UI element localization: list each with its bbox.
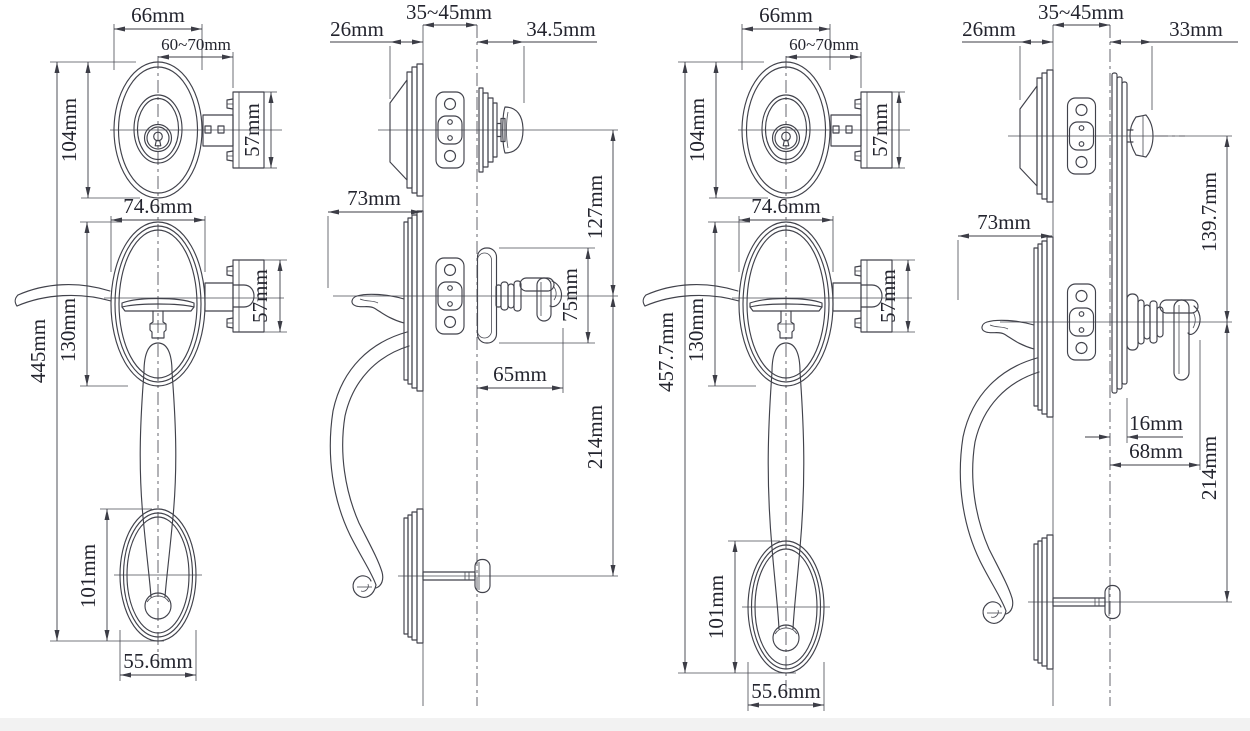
dim-backset: 60~70mm: [789, 35, 859, 54]
dim-plate-upper-height: 130mm: [684, 298, 708, 362]
interior-lever-side: [1137, 299, 1201, 381]
pull-grip-front: [642, 284, 805, 630]
pull-grip-front: [14, 284, 177, 598]
dim-latch-faceplate-height: 57mm: [876, 269, 900, 323]
dim-interior-plate-depth: 16mm: [1129, 411, 1183, 435]
view-front-handleset-a: 66mm 60~70mm 104mm 57mm 74.6mm 130mm 445…: [14, 3, 287, 681]
dim-backset: 60~70mm: [161, 35, 231, 54]
dim-overall-height: 457.7mm: [654, 312, 678, 392]
dim-deadbolt-rose-height: 104mm: [685, 98, 709, 162]
interior-lever-side: [476, 247, 563, 344]
dim-grip-rose-width: 55.6mm: [123, 649, 192, 673]
dim-grip-rose-width: 55.6mm: [751, 679, 820, 703]
dim-deadbolt-faceplate-height: 57mm: [240, 103, 264, 157]
dim-plate-width: 74.6mm: [751, 194, 820, 218]
dimensions-front-b: 66mm 60~70mm 104mm 57mm 74.6mm 130mm 457…: [654, 3, 915, 711]
dim-deadbolt-rose-width: 66mm: [759, 3, 813, 27]
dim-exterior-rose-depth: 26mm: [330, 17, 384, 41]
dim-latch-faceplate-height: 57mm: [248, 269, 272, 323]
handle-exterior-side: [329, 210, 491, 644]
view-front-handleset-b: 66mm 60~70mm 104mm 57mm 74.6mm 130mm 457…: [642, 3, 915, 711]
dim-exterior-rose-depth: 26mm: [962, 17, 1016, 41]
dim-door-thickness: 35~45mm: [406, 0, 492, 24]
dim-door-thickness: 35~45mm: [1038, 0, 1124, 24]
dim-thumbturn-depth: 33mm: [1169, 17, 1223, 41]
dim-deadbolt-to-handle: 139.7mm: [1197, 172, 1221, 252]
dim-deadbolt-rose-width: 66mm: [131, 3, 185, 27]
dim-handle-to-bolt: 214mm: [583, 405, 607, 469]
dim-handle-to-bolt: 214mm: [1197, 436, 1221, 500]
dim-overall-height: 445mm: [26, 319, 50, 383]
dim-exterior-handle-depth: 73mm: [347, 186, 401, 210]
dim-deadbolt-to-handle: 127mm: [583, 175, 607, 239]
dim-deadbolt-rose-height: 104mm: [57, 98, 81, 162]
dim-thumbturn-depth: 34.5mm: [526, 17, 595, 41]
dimensions-front-a: 66mm 60~70mm 104mm 57mm 74.6mm 130mm 445…: [26, 3, 287, 681]
dim-plate-width: 74.6mm: [123, 194, 192, 218]
dimensions-side-a: 35~45mm 26mm 34.5mm 73mm 127mm 214mm 75m…: [327, 0, 616, 576]
dim-interior-lever-depth: 65mm: [493, 362, 547, 386]
dim-grip-rose-height: 101mm: [704, 575, 728, 639]
dimensions-side-b: 35~45mm 26mm 33mm 73mm 139.7mm 214mm 16m…: [957, 0, 1238, 602]
grip-rose-front: [113, 508, 203, 642]
view-side-handleset-a: 35~45mm 26mm 34.5mm 73mm 127mm 214mm 75m…: [327, 0, 618, 706]
footer-shadow-band: [0, 718, 1250, 731]
dim-plate-upper-height: 130mm: [56, 298, 80, 362]
view-side-handleset-b: 35~45mm 26mm 33mm 73mm 139.7mm 214mm 16m…: [957, 0, 1238, 706]
dim-deadbolt-faceplate-height: 57mm: [868, 103, 892, 157]
deadbolt-thumbturn-side: [1126, 114, 1185, 158]
dim-grip-rose-height: 101mm: [76, 544, 100, 608]
interior-plate-side: [1111, 72, 1139, 394]
deadbolt-thumbturn-side: [478, 87, 524, 173]
dim-exterior-handle-depth: 73mm: [977, 210, 1031, 234]
dim-interior-rose-height: 75mm: [558, 268, 582, 322]
dim-interior-lever-depth: 68mm: [1129, 439, 1183, 463]
